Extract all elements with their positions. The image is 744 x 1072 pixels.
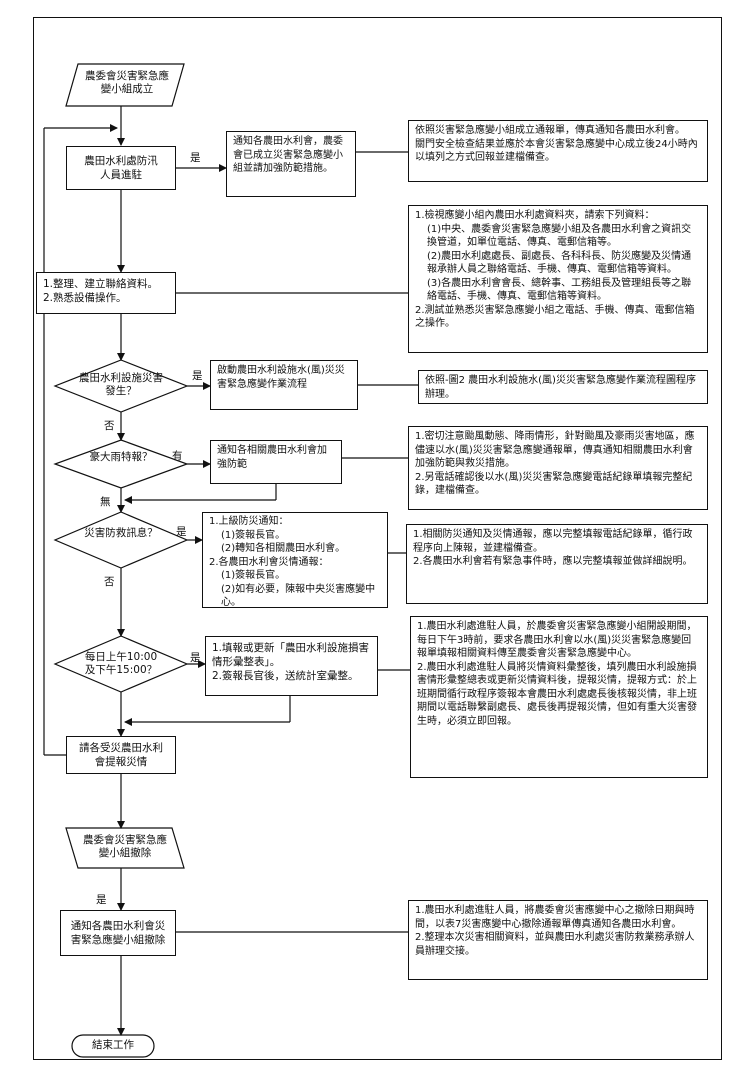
report-line-6: (2)如有必要，陳報中央災害應變中心。 [221, 583, 376, 609]
note-box-2: 1.檢視應變小組內農田水利處資料夾，請索下列資料： (1)中央、農委會災害緊急應… [408, 205, 708, 353]
report-decision: 災害防救訊息？ [84, 527, 158, 540]
note-2-line-5: 2.測試並熟悉災害緊急應變小組之電話、手機、傳真、電郵信箱之操作。 [415, 304, 695, 330]
note-2-line-2: (1)中央、農委會災害緊急應變小組及各農田水利會之資訊交換管道，如單位電話、傳真… [427, 223, 692, 249]
report-line-1: 1.上級防災通知： [209, 516, 289, 527]
yes-label-dismiss: 是 [96, 894, 107, 906]
note-7-line-1: 1.農田水利處進駐人員，將農委會災害應變中心之撤除日期與時間，以表7災害應變中心… [415, 905, 695, 930]
page-border [33, 17, 722, 1060]
time-decision: 每日上午10:00及下午15:00？ [80, 651, 162, 677]
note-4-line-1: 1.密切注意颱風動態、降雨情形，針對颱風及豪雨災害地區，應儘速以水(風)災災害緊… [415, 431, 695, 469]
note-2-line-4: (3)各農田水利會會長、總幹事、工務組長及管理組長等之聯絡電話、手機、傳真、電郵… [427, 277, 692, 303]
none-label-rain: 無 [100, 496, 111, 508]
staff-node: 農田水利處防汛人員進駐 [66, 146, 176, 190]
note-3-line-1: 依照-圖2 農田水利設施水(風)災災害緊急應變作業流程圖程序辦理。 [425, 375, 696, 400]
report-decision-shape [53, 511, 189, 569]
yes-label-time: 是 [190, 652, 201, 664]
note-4-line-2: 2.另電話確認後以水(風)災災害緊急應變電話紀錄單填報完整紀錄，建檔備查。 [415, 471, 693, 497]
notify-rain-node: 通知各相關農田水利會加強防範 [210, 440, 342, 484]
report-line-4: 2.各農田水利會災情通報： [209, 556, 329, 568]
disaster-decision: 農田水利設施災害發生？ [78, 372, 164, 398]
request-label: 請各受災農田水利會提報災情 [79, 742, 163, 768]
note-1-line-2: 關門安全檢查結果並應於本會災害緊急應變中心成立後24小時內以填列之方式回報並建檔… [415, 138, 698, 164]
notify-box-1: 通知各農田水利會，農委會已成立災害緊急應變小組並請加強防範措施。 [226, 131, 356, 197]
yes-label-disaster: 是 [192, 370, 203, 382]
dismiss-label: 農委會災害緊急應變小組撤除 [83, 834, 167, 859]
end-label: 結束工作 [92, 1039, 134, 1051]
yes-label-report: 是 [176, 526, 187, 538]
yes-label-staff: 是 [190, 152, 201, 164]
note-6-line-2: 2.農田水利處進駐人員將災情資料彙整後，填列農田水利設施損害情形彙整總表或更新災… [417, 661, 697, 727]
note-box-5: 1.相關防災通知及災情通報，應以完整填報電話紀錄單，循行政程序向上陳報，並建檔備… [406, 524, 708, 604]
end-node: 結束工作 [72, 1039, 154, 1052]
note-box-6: 1.農田水利處進駐人員，於農委會災害緊急應變小組開設期間，每日下午3時前，要求各… [410, 616, 708, 778]
update-line-2: 2.簽報長官後，送統計室彙整。 [212, 670, 359, 682]
dismiss-node: 農委會災害緊急應變小組撤除 [78, 834, 172, 860]
dismiss-shape [65, 827, 185, 869]
activate-node: 啟動農田水利設施水(風)災災害緊急應變作業流程 [210, 360, 358, 410]
time-decision-label: 每日上午10:00及下午15:00？ [84, 651, 158, 676]
request-node: 請各受災農田水利會提報災情 [66, 736, 176, 774]
report-node: 1.上級防災通知： (1)簽報長官。 (2)轉知各相關農田水利會。 2.各農田水… [202, 512, 388, 608]
note-box-3: 依照-圖2 農田水利設施水(風)災災害緊急應變作業流程圖程序辦理。 [418, 370, 708, 404]
has-label-rain: 有 [172, 450, 183, 462]
update-node: 1.填報或更新「農田水利設施損害情形彙整表」。 2.簽報長官後，送統計室彙整。 [205, 636, 378, 696]
activate-label: 啟動農田水利設施水(風)災災害緊急應變作業流程 [217, 365, 345, 390]
note-6-line-1: 1.農田水利處進駐人員，於農委會災害緊急應變小組開設期間，每日下午3時前，要求各… [417, 621, 697, 659]
note-1-line-1: 依照災害緊急應變小組成立通報單，傳真通知各農田水利會。 [415, 125, 685, 136]
prepare-line-1: 1.整理、建立聯絡資料。 [43, 278, 159, 290]
rain-decision-label: 豪大雨特報？ [89, 451, 153, 463]
start-shape [65, 63, 185, 107]
report-line-5: (1)簽報長官。 [221, 570, 286, 581]
no-label-disaster: 否 [104, 420, 115, 432]
note-2-line-1: 1.檢視應變小組內農田水利處資料夾，請索下列資料： [415, 210, 655, 221]
notify-end-node: 通知各農田水利會災害緊急應變小組撤除 [60, 910, 176, 956]
notify-rain-label: 通知各相關農田水利會加強防範 [217, 445, 327, 470]
note-box-1: 依照災害緊急應變小組成立通報單，傳真通知各農田水利會。 關門安全檢查結果並應於本… [408, 120, 708, 182]
notify-label-1: 通知各農田水利會，農委會已成立災害緊急應變小組並請加強防範措施。 [233, 136, 343, 174]
report-line-2: (1)簽報長官。 [221, 529, 286, 541]
update-line-1: 1.填報或更新「農田水利設施損害情形彙整表」。 [212, 642, 370, 668]
note-7-line-2: 2.整理本次災害相關資料，並與農田水利處災害防救業務承辦人員辦理交接。 [415, 932, 695, 957]
report-decision-label: 災害防救訊息？ [84, 527, 158, 539]
end-shape [71, 1034, 155, 1058]
note-5-line-1: 1.相關防災通知及災情通報，應以完整填報電話紀錄單，循行政程序向上陳報，並建檔備… [413, 529, 693, 554]
prepare-line-2: 2.熟悉設備操作。 [43, 292, 127, 304]
staff-label: 農田水利處防汛人員進駐 [84, 155, 158, 181]
no-label-report: 否 [104, 576, 115, 588]
note-2-line-3: (2)農田水利處處長、副處長、各科科長、防災應變及災情通報承辦人員之聯絡電話、手… [427, 250, 692, 276]
report-line-3: (2)轉知各相關農田水利會。 [221, 543, 346, 554]
prepare-node: 1.整理、建立聯絡資料。 2.熟悉設備操作。 [36, 272, 176, 314]
note-5-line-2: 2.各農田水利會若有緊急事件時，應以完整填報並做詳細說明。 [413, 556, 693, 567]
start-label: 農委會災害緊急應變小組成立 [85, 70, 169, 95]
notify-end-label: 通知各農田水利會災害緊急應變小組撤除 [70, 920, 166, 946]
start-node: 農委會災害緊急應變小組成立 [82, 70, 172, 96]
rain-decision: 豪大雨特報？ [88, 451, 154, 464]
note-box-7: 1.農田水利處進駐人員，將農委會災害應變中心之撤除日期與時間，以表7災害應變中心… [408, 900, 708, 980]
note-box-4: 1.密切注意颱風動態、降雨情形，針對颱風及豪雨災害地區，應儘速以水(風)災災害緊… [408, 426, 708, 510]
rain-decision-shape [53, 439, 189, 489]
disaster-decision-label: 農田水利設施災害發生？ [79, 372, 163, 397]
